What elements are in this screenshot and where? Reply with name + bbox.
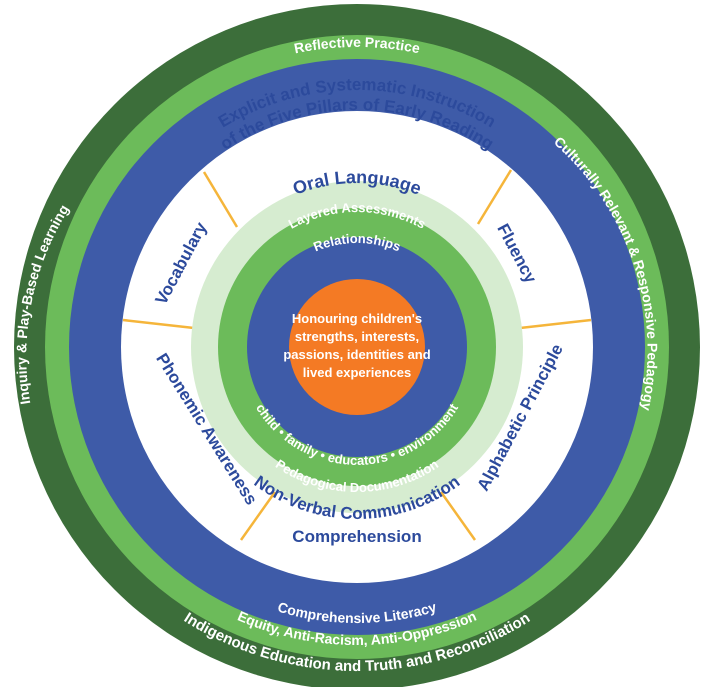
core-text: Honouring children's strengths, interest… — [283, 311, 430, 380]
core-line-3: passions, identities and — [283, 347, 430, 362]
inner-blue-top-label: Relationships — [311, 231, 403, 254]
core-line-1: Honouring children's — [292, 311, 422, 326]
divider-left — [122, 318, 195, 330]
core-circle — [289, 279, 425, 415]
divider-bottom-right — [439, 491, 477, 541]
divider-bottom-left — [239, 491, 277, 541]
core-line-4: lived experiences — [303, 365, 411, 380]
divider-top-left — [202, 171, 239, 228]
divider-top-right — [476, 169, 513, 225]
divider-right — [519, 318, 592, 330]
light-green-top-label: Reflective Practice — [293, 34, 422, 56]
pillar-dividers — [122, 169, 592, 541]
core-line-2: strengths, interests, — [295, 329, 419, 344]
pillar-comprehension: Comprehension — [292, 527, 421, 546]
